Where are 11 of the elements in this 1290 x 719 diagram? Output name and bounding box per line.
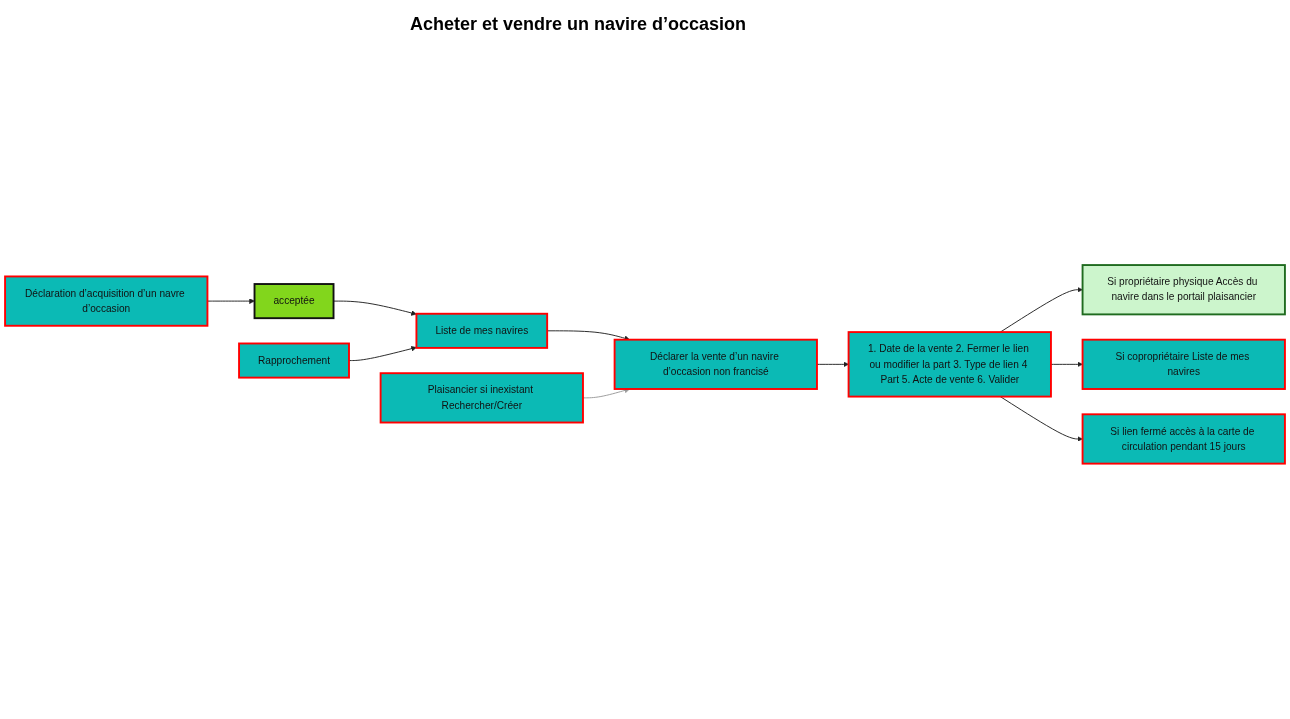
node-box: Plaisancier si inexistant Rechercher/Créer [379, 371, 584, 424]
node-box: Si copropriétaire Liste de mes navires [1081, 338, 1286, 390]
node-box: Si propriétaire physique Accès du navire dans le portail plaisancier [1081, 263, 1286, 315]
node-box: Si lien fermé accès à la carte de circulation pendant 15 jours [1081, 413, 1286, 465]
diagram-title: Acheter et vendre un navire d’occasion [409, 13, 748, 36]
node-box: Déclarer la vente d’un navire d’occasion non francisé [613, 338, 818, 390]
node-box: Déclaration d’acquisition d’un navre d’occasion [4, 275, 209, 327]
node-box: 1. Date de la vente 2. Fermer le lien ou modifier la part 3. Type de lien 4 Part 5. Acte de vente 6. Valider [847, 330, 1052, 398]
node-box: acceptée [253, 282, 335, 319]
node-box: Rapprochement [238, 342, 350, 379]
node-box: Liste de mes navires [415, 312, 549, 349]
